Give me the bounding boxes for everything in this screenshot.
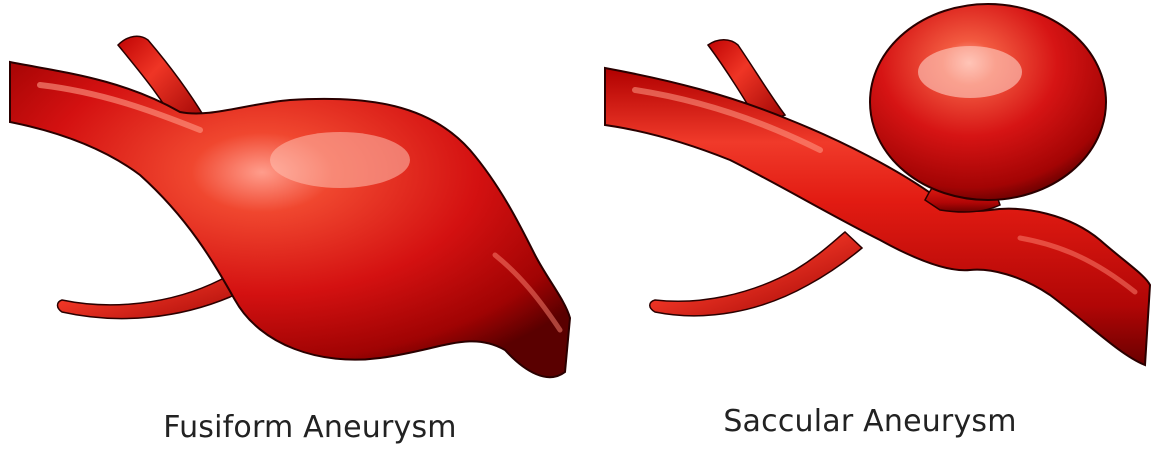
- fusiform-shine: [270, 132, 410, 188]
- fusiform-panel: Fusiform Aneurysm: [0, 0, 580, 450]
- saccular-caption: Saccular Aneurysm: [580, 404, 1160, 439]
- saccular-shine: [918, 46, 1022, 98]
- saccular-aneurysm-illustration: [580, 0, 1160, 400]
- fusiform-aneurysm-illustration: [0, 0, 580, 400]
- fusiform-caption: Fusiform Aneurysm: [20, 410, 600, 445]
- fusiform-main-vessel: [10, 62, 570, 377]
- saccular-lower-branch: [650, 232, 862, 316]
- saccular-sac: [870, 4, 1106, 200]
- saccular-panel: Saccular Aneurysm: [580, 0, 1160, 450]
